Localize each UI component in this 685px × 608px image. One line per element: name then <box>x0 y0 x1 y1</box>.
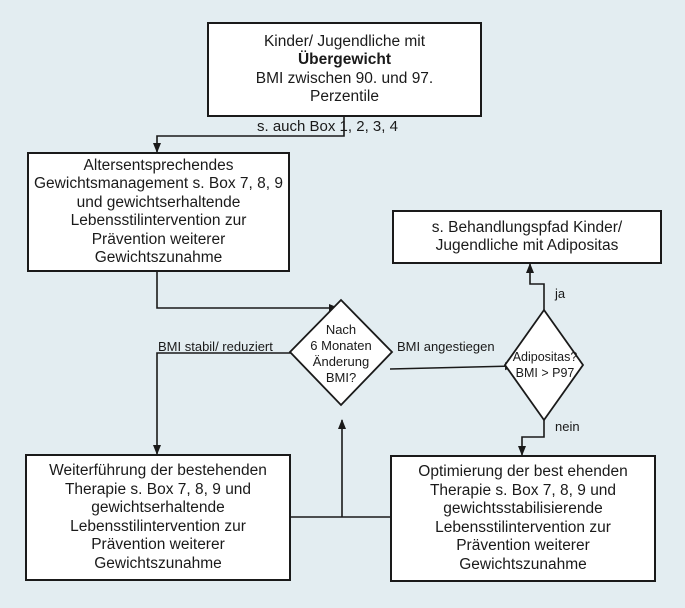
decision-change-line: Nach <box>325 322 357 337</box>
optimize-line: gewichtsstabilisierende <box>443 500 603 517</box>
optimize-line: Therapie s. Box 7, 8, 9 und <box>429 481 617 499</box>
decision-change-line: Änderung <box>312 354 370 369</box>
management-line: Altersentsprechendes <box>83 156 234 174</box>
continue-line: Prävention weiterer <box>91 536 225 553</box>
arrow-yes-to-path <box>526 263 545 310</box>
decision-adipositas-line: BMI > P97 <box>515 366 575 380</box>
decision-diamond-change <box>288 298 394 407</box>
arrow-start-to-management <box>153 117 345 153</box>
adipositas-path-line: s. Behandlungspfad Kinder/ <box>431 218 623 236</box>
arrow-stable-to-continue <box>153 352 292 455</box>
continue-line: gewichtserhaltende <box>91 499 225 516</box>
start-box: Kinder/ Jugendliche mit Übergewicht BMI … <box>207 22 482 117</box>
decision-diamond-adipositas <box>503 308 585 422</box>
decision-adipositas-line: Adipositas? <box>512 350 578 364</box>
edge-label-stable: BMI stabil/ reduziert <box>158 339 273 354</box>
continue-line: Weiterführung der bestehenden <box>49 462 267 479</box>
optimize-line: Lebensstilintervention zur <box>435 518 611 536</box>
continue-box: Weiterführung der bestehenden Therapie s… <box>25 454 291 581</box>
start-note: s. auch Box 1, 2, 3, 4 <box>257 118 398 135</box>
start-box-line2: Übergewicht <box>297 51 391 68</box>
start-box-line1: Kinder/ Jugendliche mit <box>263 32 426 50</box>
continue-line: Gewichtszunahme <box>94 554 222 572</box>
edge-label-no: nein <box>555 419 580 434</box>
optimize-line: Prävention weiterer <box>456 537 590 554</box>
management-line: Prävention weiterer <box>91 230 226 248</box>
adipositas-path-box: s. Behandlungspfad Kinder/ Jugendliche m… <box>392 210 662 264</box>
arrow-decision-to-adipositas <box>389 362 515 371</box>
optimize-line: Optimierung der best ehenden <box>418 463 628 480</box>
management-line: Gewichtsmanagement s. Box 7, 8, 9 <box>34 175 283 192</box>
edge-label-increased: BMI angestiegen <box>397 339 495 354</box>
edge-label-yes: ja <box>555 286 566 301</box>
decision-adipositas-label: Adipositas? BMI > P97 <box>509 349 581 381</box>
decision-change-line: 6 Monaten <box>310 338 372 353</box>
start-box-line4: Perzentile <box>310 88 379 105</box>
management-line: Gewichtszunahme <box>94 249 223 266</box>
adipositas-path-line: Jugendliche mit Adipositas <box>435 237 619 254</box>
arrow-no-to-optimize <box>518 420 545 456</box>
continue-line: Therapie s. Box 7, 8, 9 und <box>64 480 252 498</box>
start-box-line3: BMI zwischen 90. und 97. <box>255 69 434 87</box>
management-line: und gewichtserhaltende <box>76 193 241 211</box>
decision-change-label: Nach 6 Monaten Änderung BMI? <box>296 322 386 386</box>
optimize-line: Gewichtszunahme <box>459 555 587 573</box>
management-line: Lebensstilintervention zur <box>70 212 247 229</box>
optimize-box: Optimierung der best ehenden Therapie s.… <box>390 455 656 582</box>
arrow-management-to-decision <box>156 272 339 312</box>
management-box: Altersentsprechendes Gewichtsmanagement … <box>27 152 290 272</box>
decision-change-line: BMI? <box>325 370 357 385</box>
continue-line: Lebensstilintervention zur <box>70 517 246 535</box>
